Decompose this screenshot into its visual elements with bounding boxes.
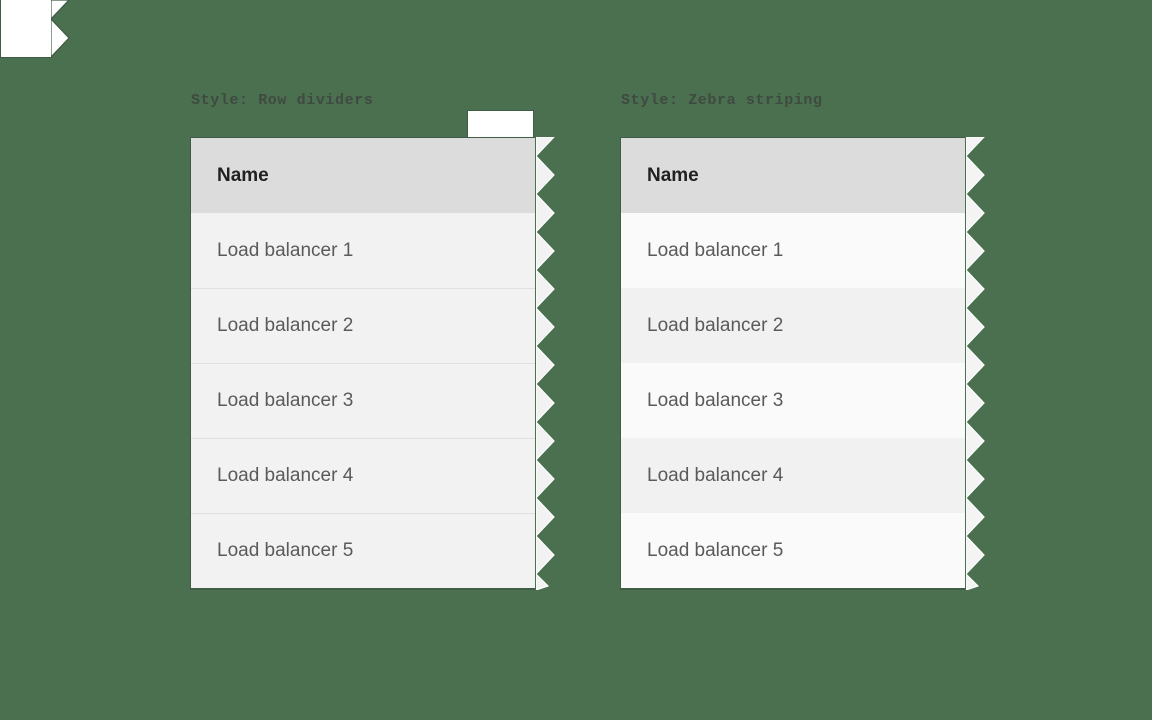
tab-body <box>0 0 52 58</box>
torn-paper-edge-icon <box>51 0 77 58</box>
table-bottom-border <box>191 588 535 590</box>
column-header-name[interactable]: Name <box>647 164 699 186</box>
table-panel-zebra-striping: Name Load balancer 1 Load balancer 2 Loa… <box>620 137 985 590</box>
cell-name: Load balancer 3 <box>647 389 784 411</box>
cell-name: Load balancer 5 <box>647 539 784 561</box>
table-row[interactable]: Load balancer 1 <box>191 213 535 288</box>
table-header-row: Name <box>191 137 535 213</box>
cell-name: Load balancer 3 <box>217 390 354 411</box>
table-header-row: Name <box>621 137 965 213</box>
table: Name Load balancer 1 Load balancer 2 Loa… <box>620 137 985 590</box>
cell-name: Load balancer 1 <box>217 239 354 261</box>
torn-paper-edge-icon <box>966 137 992 590</box>
panel-top-tab-row-dividers <box>467 110 534 138</box>
panel-title-row-dividers: Style: Row dividers <box>191 92 374 109</box>
table-row[interactable]: Load balancer 3 <box>621 363 965 438</box>
table-row[interactable]: Load balancer 4 <box>621 438 965 513</box>
panel-bottom-tab-zebra-striping <box>0 0 70 116</box>
table-row[interactable]: Load balancer 2 <box>191 288 535 363</box>
table-row[interactable]: Load balancer 3 <box>191 363 535 438</box>
table-row[interactable]: Load balancer 5 <box>191 513 535 588</box>
panel-title-zebra-striping: Style: Zebra striping <box>621 92 823 109</box>
table-bottom-border <box>621 588 965 590</box>
table: Name Load balancer 1 Load balancer 2 Loa… <box>190 137 555 590</box>
cell-name: Load balancer 4 <box>647 464 784 486</box>
table-row[interactable]: Load balancer 1 <box>621 213 965 288</box>
cell-name: Load balancer 2 <box>217 315 354 336</box>
cell-name: Load balancer 1 <box>647 239 784 261</box>
cell-name: Load balancer 5 <box>217 540 354 561</box>
table-panel-row-dividers: Name Load balancer 1 Load balancer 2 Loa… <box>190 137 555 590</box>
table-row[interactable]: Load balancer 5 <box>621 513 965 588</box>
torn-paper-edge-icon <box>536 137 562 590</box>
cell-name: Load balancer 4 <box>217 465 354 486</box>
cell-name: Load balancer 2 <box>647 314 784 336</box>
table-row[interactable]: Load balancer 4 <box>191 438 535 513</box>
column-header-name[interactable]: Name <box>217 164 269 186</box>
table-row[interactable]: Load balancer 2 <box>621 288 965 363</box>
